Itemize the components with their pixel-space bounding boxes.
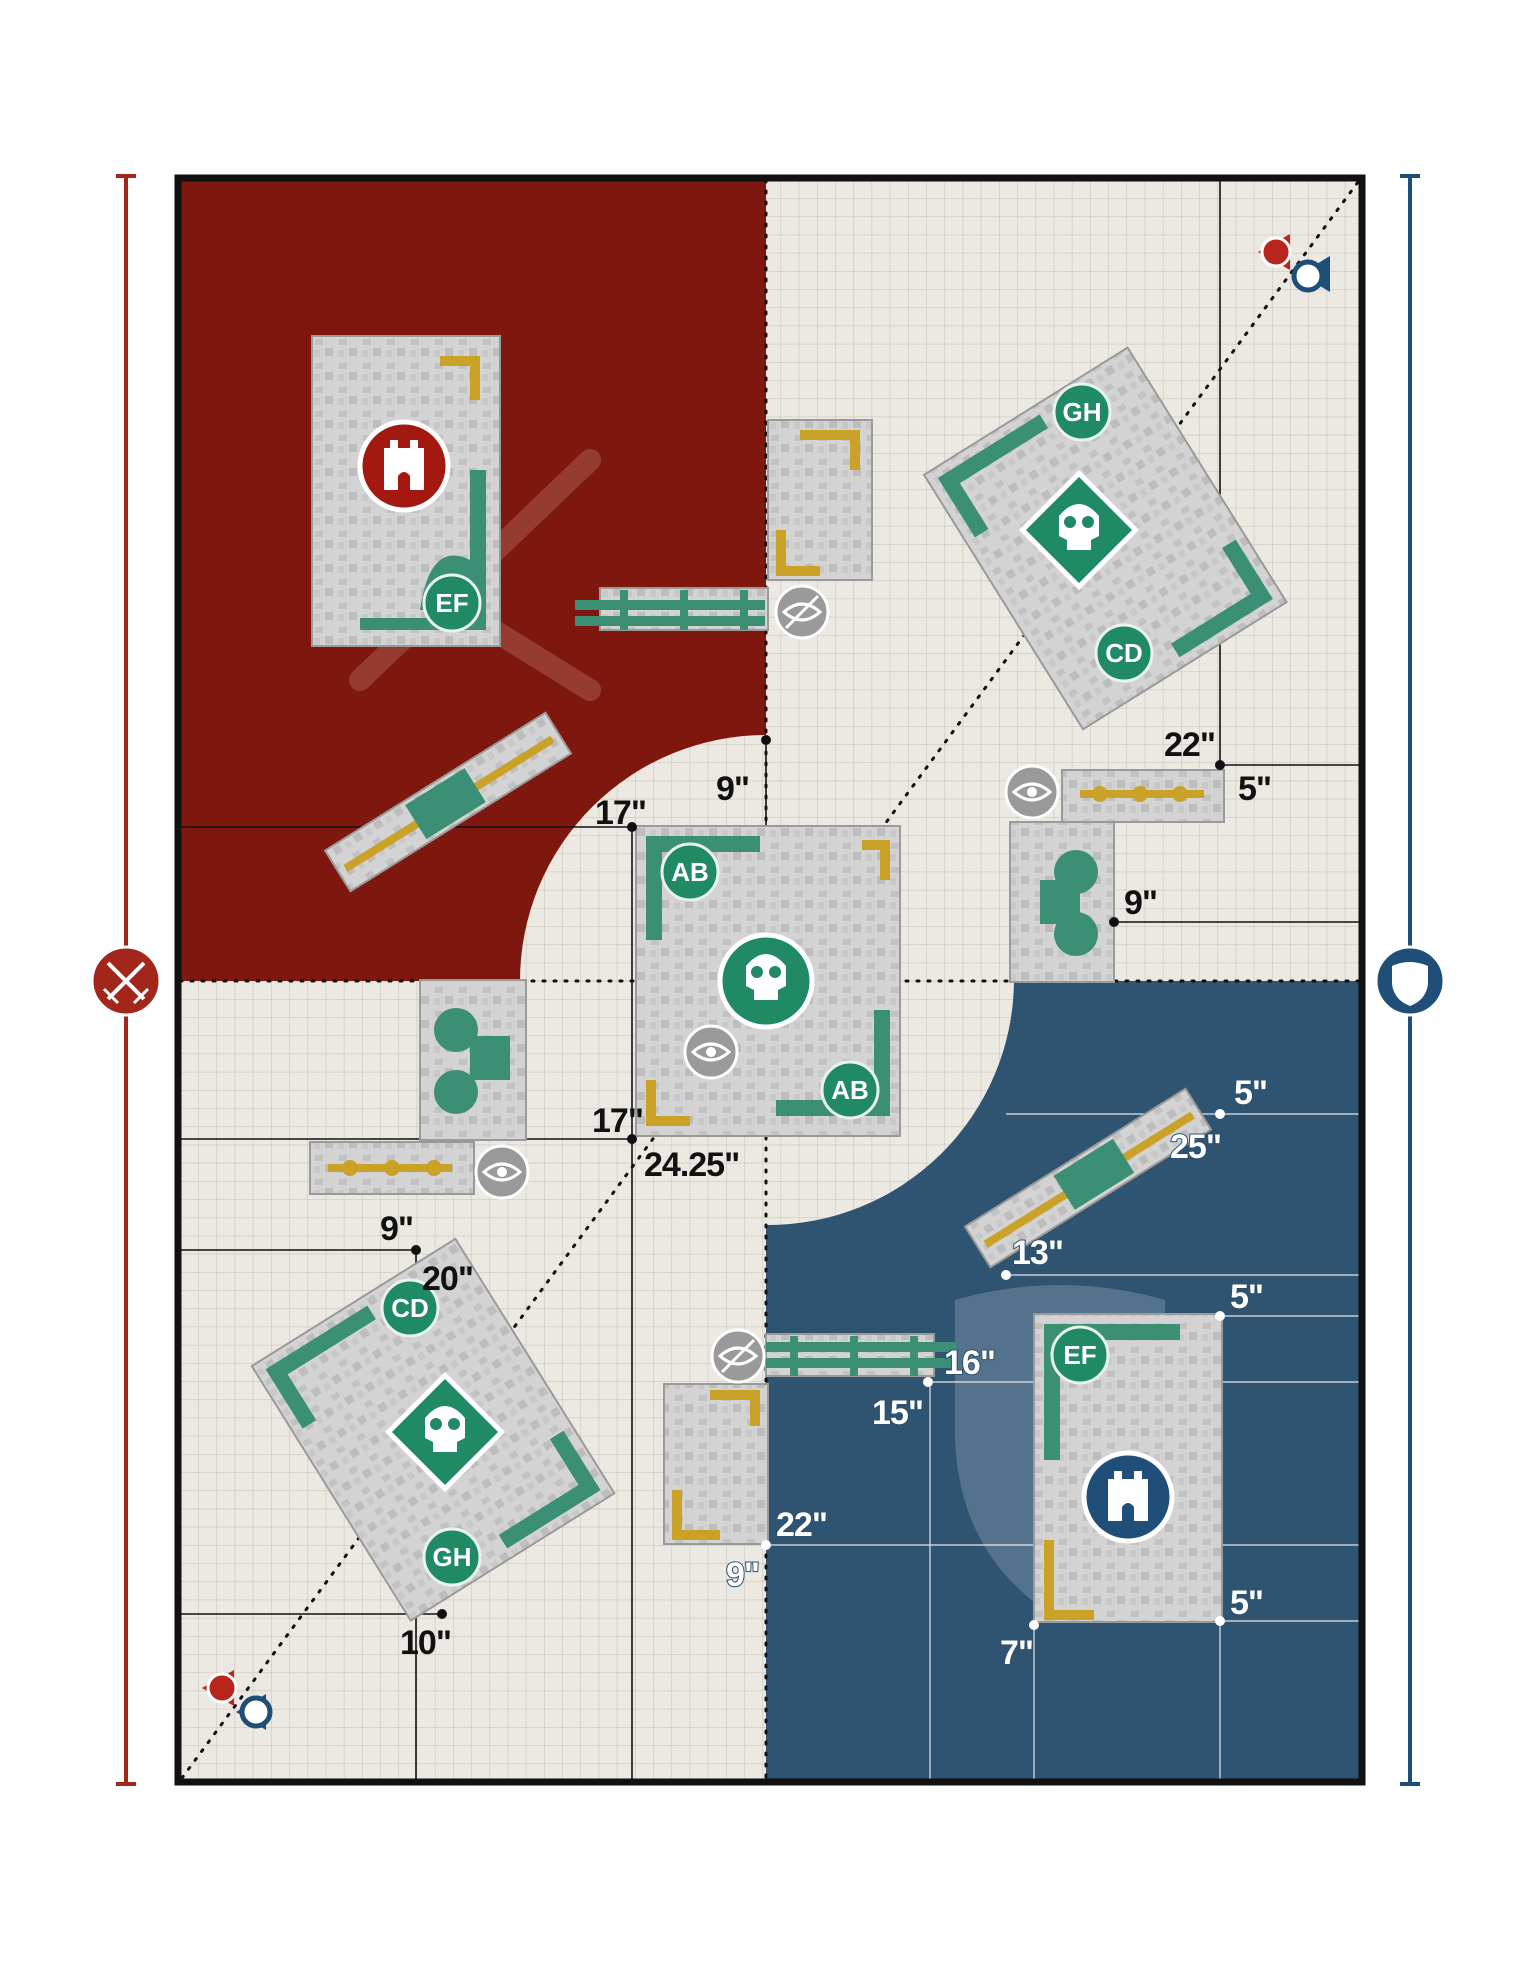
terrain-tag-cd-upper: CD <box>1094 623 1154 683</box>
svg-text:CD: CD <box>1105 638 1143 668</box>
svg-text:EF: EF <box>1063 1340 1096 1370</box>
board-border <box>174 174 1366 1786</box>
svg-text:CD: CD <box>391 1293 429 1323</box>
measure-label: 5" <box>1230 1584 1263 1622</box>
measure-label: 22" <box>776 1506 827 1544</box>
terrain-tag-gh-lower: GH <box>422 1527 482 1587</box>
measure-label: 13" <box>1012 1234 1063 1272</box>
red-tower-icon <box>357 419 451 513</box>
svg-text:AB: AB <box>831 1075 869 1105</box>
svg-text:EF: EF <box>435 588 468 618</box>
measure-label: 7" <box>1000 1634 1033 1672</box>
measurement-points <box>411 735 1225 1630</box>
measure-label: 10" <box>400 1624 451 1662</box>
terrain-right-pipe-block <box>1009 821 1115 983</box>
measure-label: 24.25" <box>644 1146 739 1184</box>
svg-text:GH: GH <box>433 1542 472 1572</box>
eye-icon <box>683 1024 739 1080</box>
terrain-tag-ef-red: EF <box>422 573 482 633</box>
objective-lower-left-skull-icon <box>384 1371 506 1493</box>
terrain-red-green-fence <box>575 587 769 631</box>
measure-label: 16" <box>944 1344 995 1382</box>
measure-label: 9" <box>380 1210 413 1248</box>
svg-text:GH: GH <box>1063 397 1102 427</box>
objective-upper-right-skull-icon <box>1018 469 1140 591</box>
terrain-left-pipe-block <box>419 979 527 1141</box>
terrain-left-barricade <box>309 1141 475 1195</box>
measure-label: 9" <box>1124 884 1157 922</box>
terrain-tag-cd-lower: CD <box>380 1278 440 1338</box>
measure-label: 25" <box>1170 1128 1221 1166</box>
corner-marker-top-right-icon <box>1258 234 1330 293</box>
measure-label: 15" <box>872 1394 923 1432</box>
objective-center-skull-icon <box>717 932 815 1030</box>
measure-label: 20" <box>422 1260 473 1298</box>
terrain-tag-ab-top: AB <box>660 842 720 902</box>
terrain-blue-small-ruin <box>663 1383 769 1545</box>
terrain-tag-gh-upper: GH <box>1052 382 1112 442</box>
measure-label: 9" <box>726 1556 759 1594</box>
svg-text:AB: AB <box>671 857 709 887</box>
eye-off-icon <box>774 584 830 640</box>
eye-icon <box>1004 764 1060 820</box>
shield-icon <box>1374 945 1446 1017</box>
eye-off-icon <box>710 1328 766 1384</box>
terrain-red-small-ruin <box>767 419 873 581</box>
measure-label: 17" <box>592 1102 643 1140</box>
corner-marker-bottom-left-icon <box>202 1670 273 1730</box>
measure-label: 5" <box>1230 1278 1263 1316</box>
measure-label: 5" <box>1234 1074 1267 1112</box>
measure-label: 17" <box>595 794 646 832</box>
measure-label: 22" <box>1164 726 1215 764</box>
blue-tower-icon <box>1081 1450 1175 1544</box>
terrain-blue-green-fence <box>765 1333 956 1377</box>
measure-label: 5" <box>1238 770 1271 808</box>
terrain-upper-right-barricade <box>1061 769 1225 823</box>
crossed-swords-icon <box>90 945 162 1017</box>
terrain-tag-ab-bottom: AB <box>820 1060 880 1120</box>
terrain-tag-ef-blue: EF <box>1050 1325 1110 1385</box>
eye-icon <box>474 1144 530 1200</box>
terrain-blue-diagonal-barricade <box>963 1087 1213 1269</box>
terrain-red-diagonal-barricade <box>323 711 573 893</box>
measure-label: 9" <box>716 770 749 808</box>
